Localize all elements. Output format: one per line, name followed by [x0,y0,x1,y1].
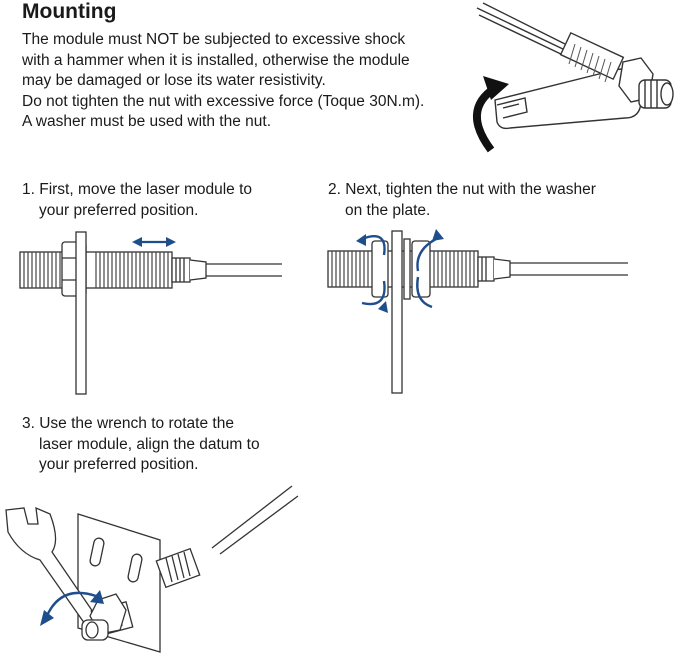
double-arrow-icon [132,237,176,247]
rotate-arrow-icon [40,590,104,626]
step-1-line1: 1. First, move the laser module to [22,181,253,198]
intro-line: may be damaged or lose its water resisti… [22,72,326,89]
intro-line: with a hammer when it is installed, othe… [22,51,410,69]
intro-text: The module must NOT be subjected to exce… [22,30,472,133]
thread-lines [23,252,169,288]
page-title: Mounting [22,0,117,23]
step-1-line2: your preferred position. [39,201,199,219]
step-2: 2. Next, tighten the nut with the washer… [328,180,596,221]
intro-line: A washer must be used with the nut. [22,113,271,130]
step-1: 1. First, move the laser module to your … [22,180,252,221]
step-1-illustration [19,231,282,395]
step-3-line3: your preferred position. [39,456,199,473]
step-3-line2: laser module, align the datum to [39,435,260,453]
step-2-line1: 2. Next, tighten the nut with the washer [328,181,596,198]
thread-lines [331,251,475,287]
intro-line: Do not tighten the nut with excessive fo… [22,92,425,110]
step-2-illustration [327,229,628,394]
thread-lines [568,43,612,83]
step-3-line1: 3. Use the wrench to rotate the [22,415,234,432]
step-3-illustration [5,485,299,653]
wrench-illustration [473,2,674,153]
step-2-line2: on the plate. [345,201,431,219]
step-3: 3. Use the wrench to rotate the laser mo… [22,414,260,476]
intro-line: The module must NOT be subjected to exce… [22,31,406,48]
